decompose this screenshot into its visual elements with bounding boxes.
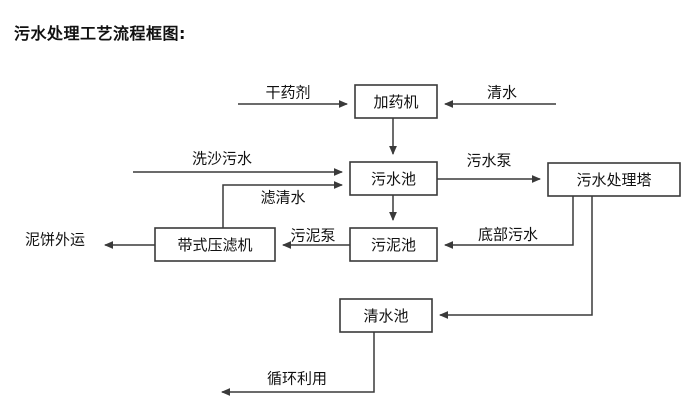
- connection-clean-water-pool-to-recycle: [221, 332, 375, 396]
- node-label-dosing-machine: 加药机: [373, 93, 418, 111]
- node-label-treatment-tower: 污水处理塔: [576, 171, 651, 189]
- node-dosing-machine[interactable]: 加药机: [354, 84, 438, 119]
- node-label-sludge-pool: 污泥池: [371, 236, 416, 254]
- node-clean-water-pool[interactable]: 清水池: [339, 298, 433, 333]
- node-label-clean-water-pool: 清水池: [363, 307, 408, 325]
- node-treatment-tower[interactable]: 污水处理塔: [547, 162, 681, 197]
- edge-label-sludge-pump: 污泥泵: [290, 227, 335, 245]
- edge-label-filtered-water: 滤清水: [260, 189, 305, 207]
- node-label-belt-filter-press: 带式压滤机: [177, 236, 252, 254]
- node-belt-filter-press[interactable]: 带式压滤机: [154, 227, 276, 262]
- node-label-sewage-pool: 污水池: [371, 170, 416, 188]
- node-sewage-pool[interactable]: 污水池: [349, 161, 438, 196]
- node-sludge-pool[interactable]: 污泥池: [349, 227, 438, 262]
- connection-tower-to-sludge-pool: [444, 196, 574, 249]
- edge-label-clean-water-in: 清水: [487, 84, 517, 102]
- edge-label-mud-cake-transport: 泥饼外运: [25, 231, 85, 249]
- connection-filtered-water-to-sewage-pool: [222, 181, 343, 228]
- edge-label-dry-reagent: 干药剂: [265, 84, 310, 102]
- connection-tower-to-clean-water-pool: [439, 196, 593, 319]
- edge-label-sewage-pump: 污水泵: [466, 152, 511, 170]
- edge-label-bottom-sewage: 底部污水: [478, 226, 538, 244]
- edge-label-sand-wash-sewage: 洗沙污水: [192, 150, 252, 168]
- page-title: 污水处理工艺流程框图:: [14, 24, 186, 43]
- edge-label-recycling: 循环利用: [267, 370, 327, 388]
